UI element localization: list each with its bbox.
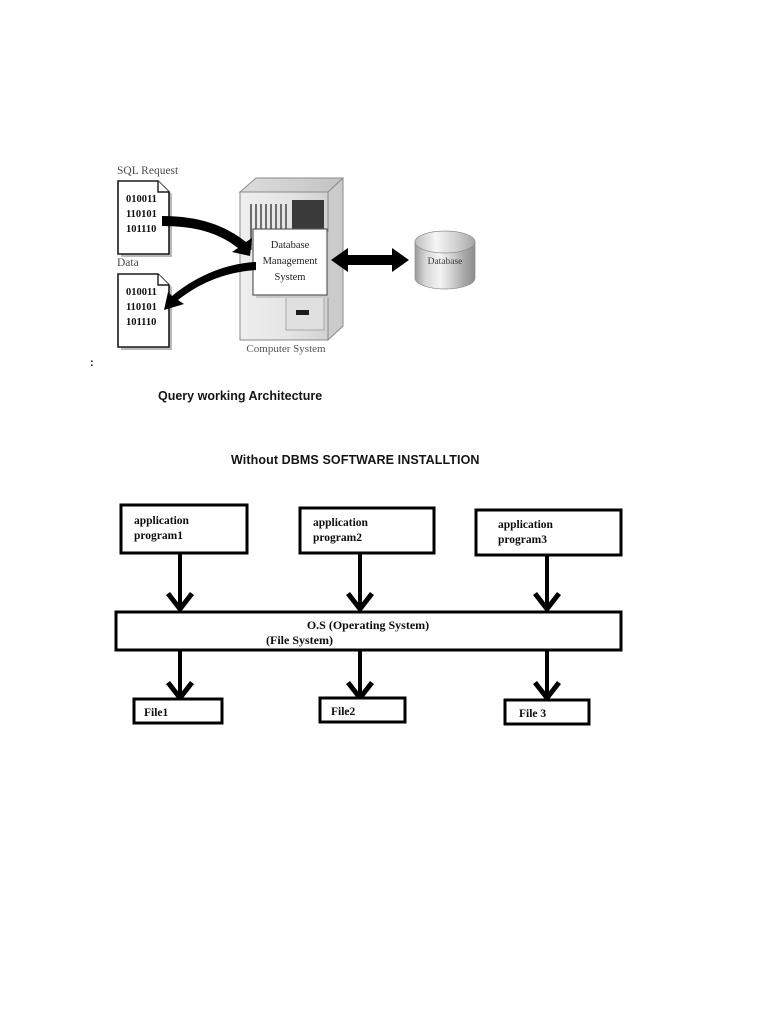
data-binary-line-2: 110101 xyxy=(126,302,157,313)
os-label-line-2: (File System) xyxy=(266,633,333,647)
section-heading: Without DBMS SOFTWARE INSTALLTION xyxy=(231,453,480,467)
sql-binary-line-2: 110101 xyxy=(126,209,157,220)
arrow-app2-to-os xyxy=(346,553,374,613)
application-program-2-line-2: program2 xyxy=(313,532,362,544)
dbms-label-line-3: System xyxy=(275,272,306,283)
arrow-app1-to-os xyxy=(166,553,194,613)
application-program-2-box: application program2 xyxy=(298,506,436,555)
data-label: Data xyxy=(117,257,139,269)
application-program-1-line-1: application xyxy=(134,515,190,527)
sql-request-document: 010011 110101 101110 xyxy=(117,180,172,257)
arrow-os-to-file3 xyxy=(533,650,561,702)
arrow-os-to-file1 xyxy=(166,650,194,702)
os-file-system-box: O.S (Operating System) (File System) xyxy=(114,610,623,652)
file-2-box: File2 xyxy=(318,696,407,724)
file-3-label: File 3 xyxy=(519,708,546,720)
data-document: 010011 110101 101110 xyxy=(117,273,172,350)
file-1-label: File1 xyxy=(144,707,169,719)
arrow-app3-to-os xyxy=(533,555,561,613)
application-program-1-line-2: program1 xyxy=(134,530,183,542)
query-working-architecture-figure: SQL Request 010011 110101 101110 Data 01… xyxy=(100,160,500,355)
file-3-box: File 3 xyxy=(503,698,591,726)
computer-system-caption: Computer System xyxy=(246,343,326,355)
data-binary-line-3: 101110 xyxy=(126,317,156,328)
dbms-box: Database Management System xyxy=(252,228,330,298)
database-cylinder-label: Database xyxy=(428,257,463,267)
application-program-3-line-2: program3 xyxy=(498,534,547,546)
data-return-arrow xyxy=(164,262,256,310)
data-paper-body xyxy=(117,273,170,348)
sql-binary-line-3: 101110 xyxy=(126,224,156,235)
dbms-database-double-arrow xyxy=(331,248,409,272)
data-binary-line-1: 010011 xyxy=(126,287,157,298)
figure1-caption: Query working Architecture xyxy=(158,389,323,403)
application-program-2-line-1: application xyxy=(313,517,369,529)
application-program-3-line-1: application xyxy=(498,519,554,531)
os-label-line-1: O.S (Operating System) xyxy=(307,618,429,632)
dbms-label-line-2: Management xyxy=(263,256,318,267)
power-button-icon xyxy=(296,310,309,315)
arrow-os-to-file2 xyxy=(346,650,374,702)
file-1-box: File1 xyxy=(132,697,224,725)
tower-vents xyxy=(250,204,287,250)
application-program-1-box: application program1 xyxy=(119,503,249,555)
sql-request-label: SQL Request xyxy=(117,165,179,177)
cylinder-top xyxy=(414,230,476,254)
caption-colon: : xyxy=(90,357,94,369)
file-2-label: File2 xyxy=(331,706,356,718)
file-system-architecture-figure: application program1 application program… xyxy=(0,495,768,745)
sql-request-arrow xyxy=(162,216,252,256)
application-program-3-box: application program3 xyxy=(474,508,623,557)
database-cylinder: Database xyxy=(414,230,476,290)
dbms-label-line-1: Database xyxy=(271,240,310,251)
sql-binary-line-1: 010011 xyxy=(126,194,157,205)
